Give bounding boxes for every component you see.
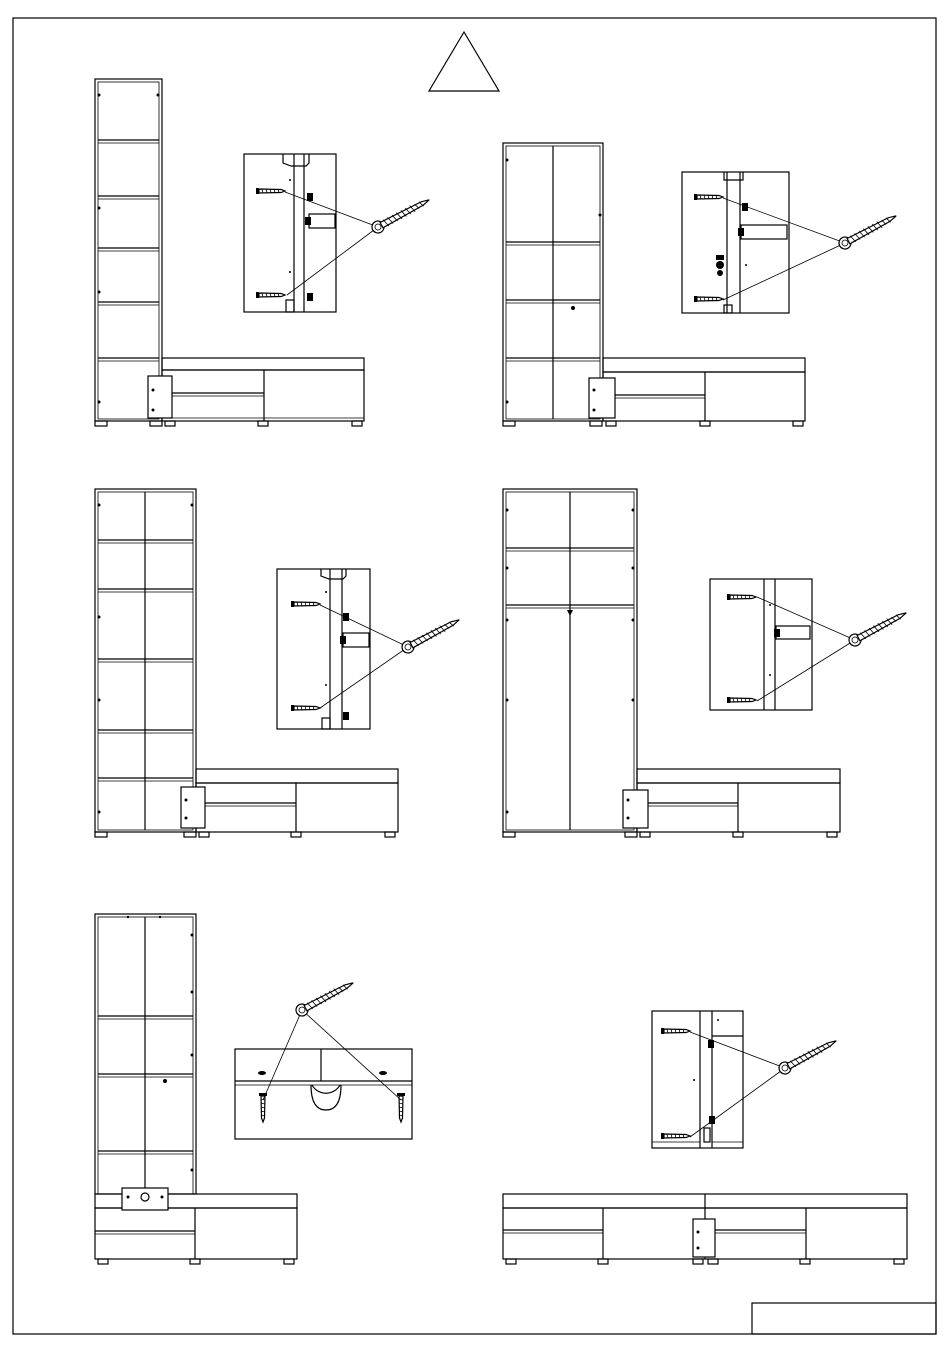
screw-icon (294, 977, 356, 1018)
step-3-assembly (95, 489, 462, 837)
screw-icon (837, 210, 899, 251)
step-1-assembly (95, 79, 432, 426)
screw-icon (370, 194, 432, 235)
step-4-assembly (503, 489, 909, 837)
title-block (752, 1303, 936, 1334)
screw-icon (400, 614, 462, 655)
screw-icon (847, 607, 909, 648)
step-5-assembly (95, 914, 412, 1264)
step-2-assembly (503, 143, 899, 426)
step-6-assembly (503, 1011, 907, 1264)
screw-icon (777, 1035, 839, 1076)
warning-triangle-icon (429, 32, 499, 91)
